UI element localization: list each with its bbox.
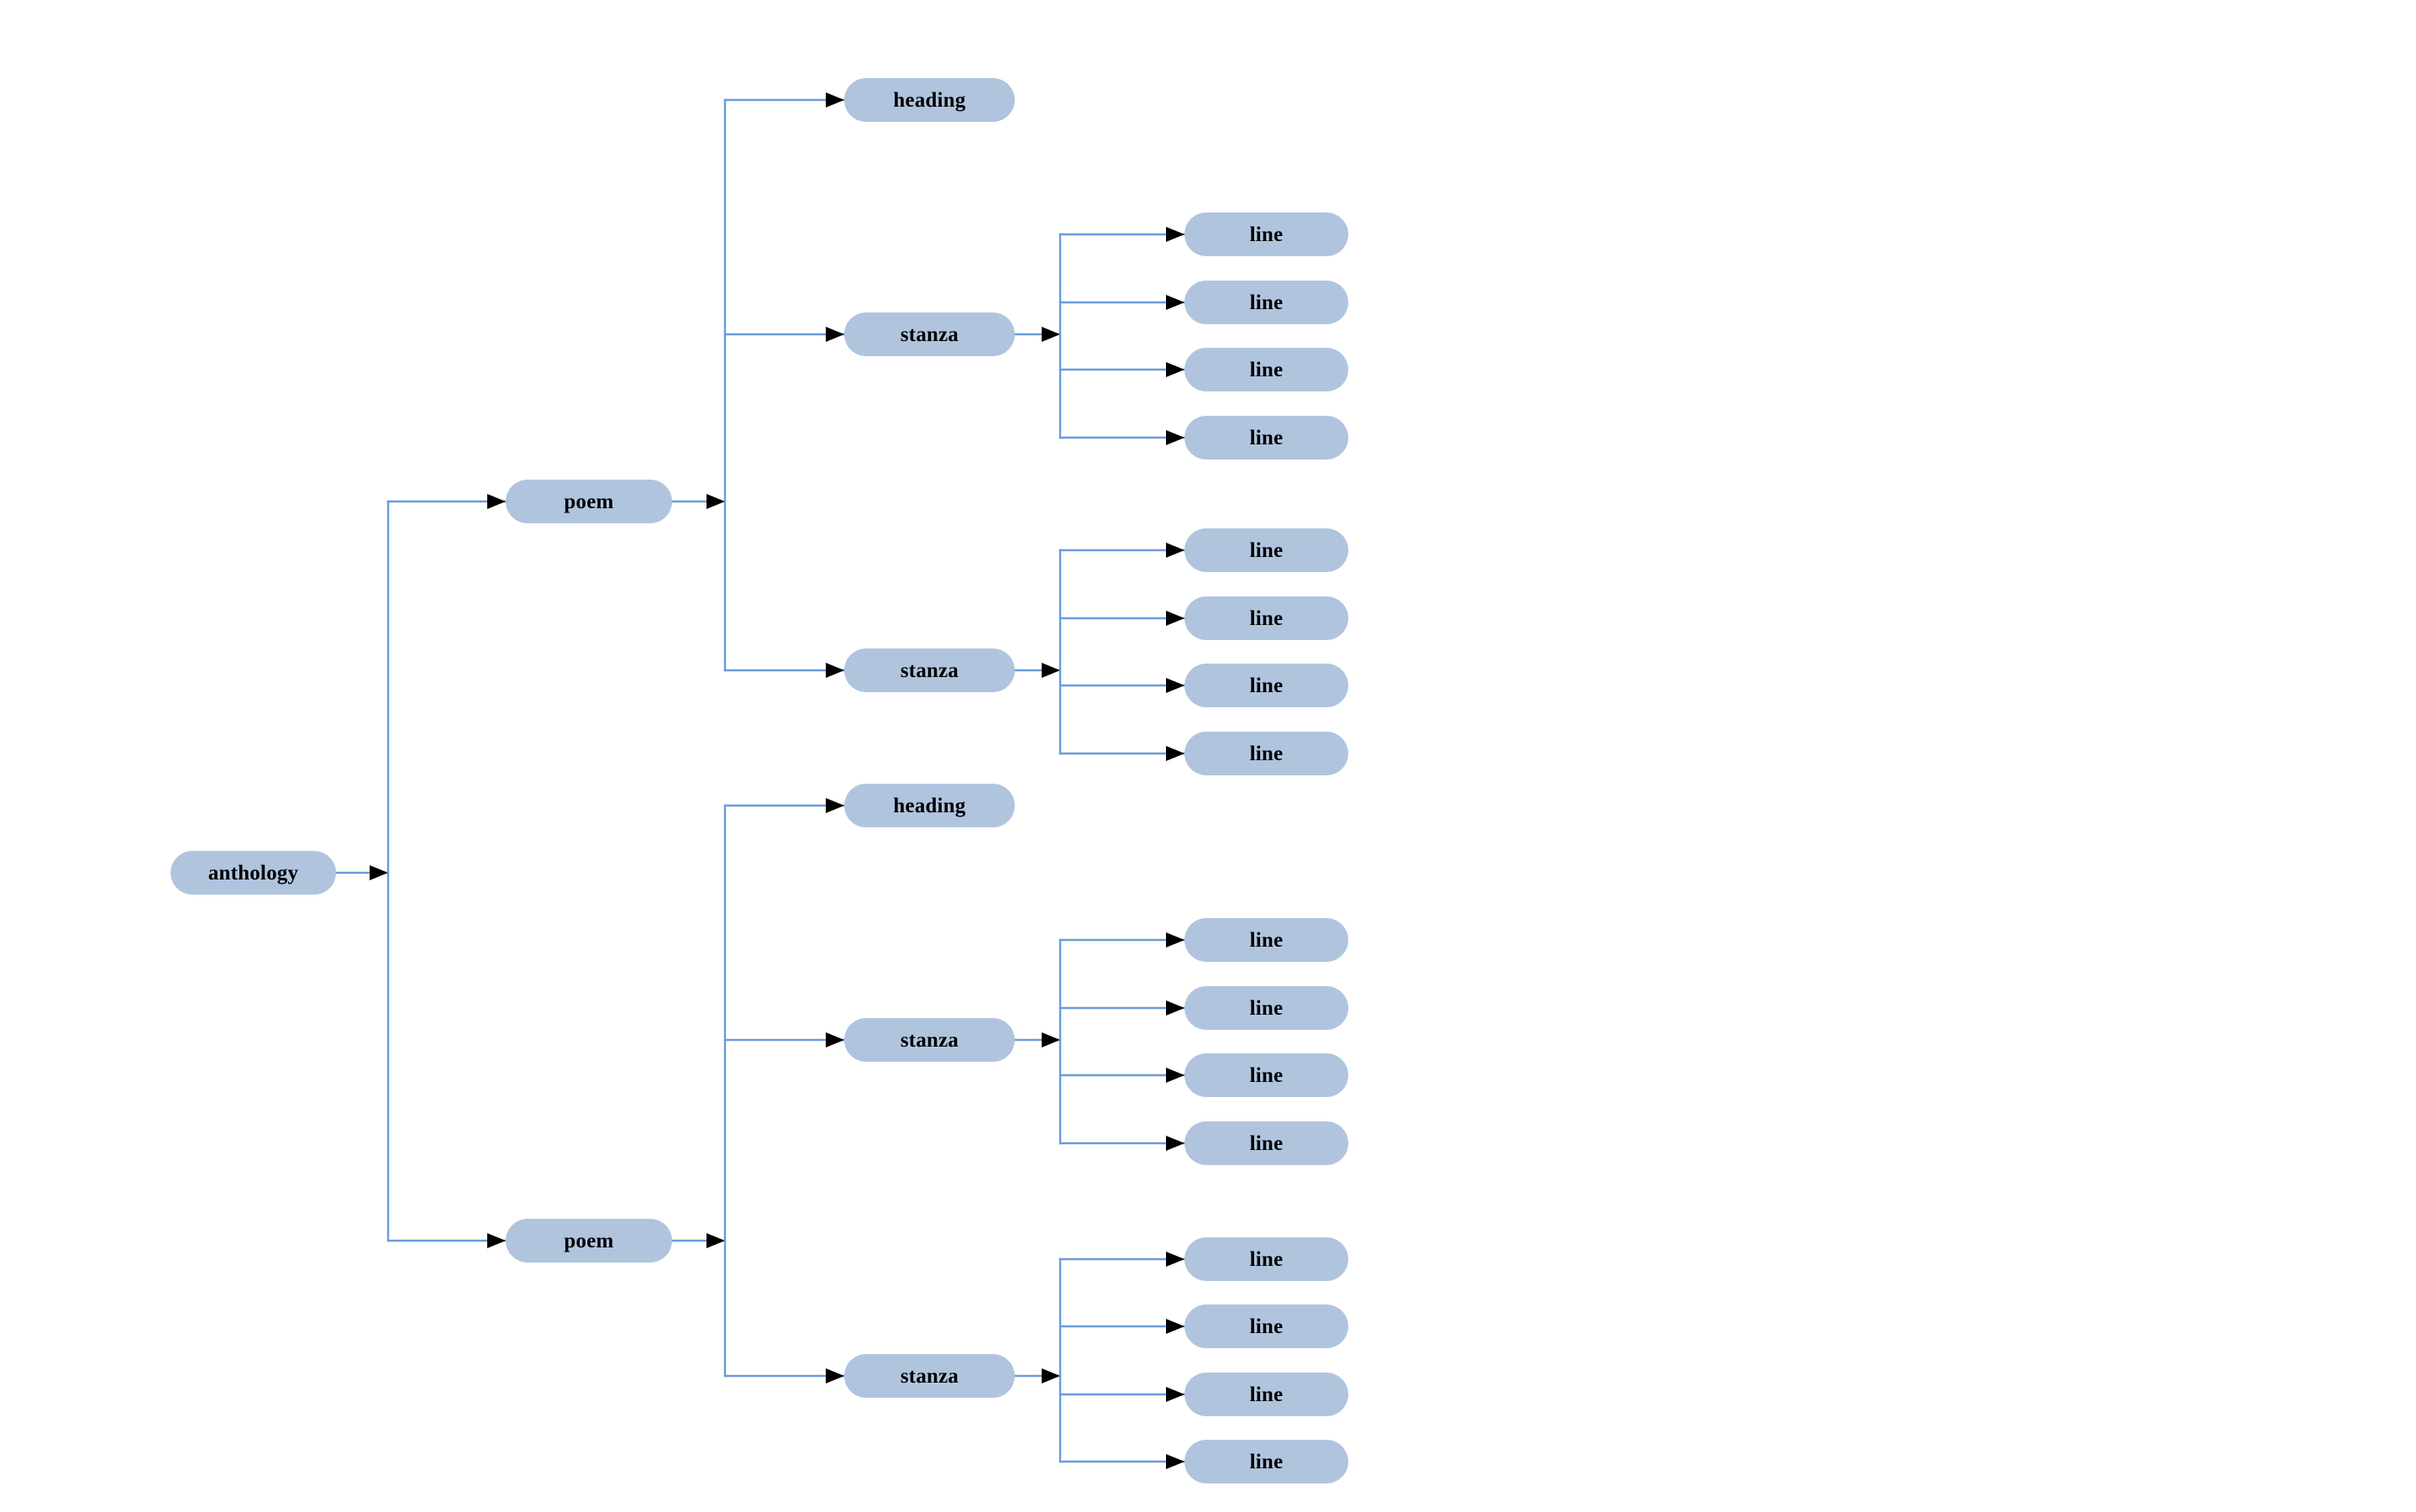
- node-label: stanza: [900, 1364, 959, 1388]
- node-poem1[interactable]: poem: [506, 480, 672, 523]
- arrowhead-icon: [826, 1032, 844, 1047]
- node-line16[interactable]: line: [1184, 1440, 1348, 1483]
- node-stanza4[interactable]: stanza: [844, 1354, 1015, 1398]
- arrowhead-icon: [1166, 362, 1184, 377]
- node-label: line: [1249, 358, 1284, 381]
- arrowhead-icon: [826, 798, 844, 813]
- node-label: line: [1249, 426, 1284, 449]
- arrowhead-icon: [826, 92, 844, 108]
- node-label: line: [1249, 1450, 1284, 1473]
- arrowhead-icon: [1166, 746, 1184, 761]
- node-label: line: [1249, 291, 1284, 314]
- arrowhead-icon: [1166, 1252, 1184, 1267]
- node-label: anthology: [207, 861, 299, 885]
- node-line10[interactable]: line: [1184, 986, 1348, 1030]
- node-label: line: [1249, 928, 1284, 952]
- node-label: line: [1249, 1131, 1284, 1155]
- arrowhead-icon: [1042, 327, 1060, 342]
- node-label: line: [1249, 538, 1284, 562]
- node-line9[interactable]: line: [1184, 918, 1348, 962]
- arrowhead-icon: [1166, 932, 1184, 948]
- arrowhead-icon: [1166, 678, 1184, 693]
- arrowhead-icon: [1166, 1319, 1184, 1334]
- node-label: line: [1249, 996, 1284, 1020]
- arrowhead-icon: [1166, 1387, 1184, 1402]
- arrowhead-icon: [1166, 295, 1184, 310]
- node-poem2[interactable]: poem: [506, 1219, 672, 1263]
- node-anthology[interactable]: anthology: [171, 851, 336, 895]
- node-stanza2[interactable]: stanza: [844, 648, 1015, 692]
- arrowhead-icon: [706, 1233, 725, 1248]
- arrowhead-icon: [487, 494, 506, 509]
- node-line6[interactable]: line: [1184, 596, 1348, 640]
- node-line13[interactable]: line: [1184, 1237, 1348, 1281]
- node-label: poem: [564, 1229, 614, 1252]
- node-line15[interactable]: line: [1184, 1373, 1348, 1416]
- node-line2[interactable]: line: [1184, 281, 1348, 324]
- arrowhead-icon: [1042, 1032, 1060, 1047]
- node-label: stanza: [900, 323, 959, 346]
- node-label: stanza: [900, 1028, 959, 1052]
- node-label: heading: [893, 794, 966, 817]
- node-line7[interactable]: line: [1184, 664, 1348, 707]
- arrowhead-icon: [1166, 430, 1184, 445]
- arrowhead-icon: [1166, 227, 1184, 242]
- arrowhead-icon: [1166, 1136, 1184, 1151]
- node-line11[interactable]: line: [1184, 1053, 1348, 1097]
- arrowhead-icon: [1042, 1368, 1060, 1383]
- node-line1[interactable]: line: [1184, 213, 1348, 256]
- node-label: line: [1249, 223, 1284, 246]
- node-label: line: [1249, 742, 1284, 765]
- node-line8[interactable]: line: [1184, 732, 1348, 775]
- arrowhead-icon: [826, 663, 844, 678]
- arrowhead-icon: [1166, 543, 1184, 558]
- arrowhead-icon: [1166, 1454, 1184, 1469]
- node-heading1[interactable]: heading: [844, 78, 1015, 122]
- node-line5[interactable]: line: [1184, 528, 1348, 572]
- node-stanza1[interactable]: stanza: [844, 312, 1015, 356]
- node-label: line: [1249, 606, 1284, 630]
- node-heading2[interactable]: heading: [844, 784, 1015, 827]
- node-label: poem: [564, 490, 614, 513]
- node-line4[interactable]: line: [1184, 416, 1348, 459]
- node-label: stanza: [900, 659, 959, 682]
- arrowhead-icon: [487, 1233, 506, 1248]
- node-label: heading: [893, 88, 966, 112]
- arrowhead-icon: [1166, 611, 1184, 626]
- node-stanza3[interactable]: stanza: [844, 1018, 1015, 1062]
- node-label: line: [1249, 1063, 1284, 1087]
- node-label: line: [1249, 1315, 1284, 1338]
- arrowhead-icon: [826, 1368, 844, 1383]
- node-label: line: [1249, 1247, 1284, 1271]
- arrowhead-icon: [1166, 1068, 1184, 1083]
- node-label: line: [1249, 1383, 1284, 1406]
- arrowhead-icon: [1042, 663, 1060, 678]
- arrowhead-icon: [826, 327, 844, 342]
- arrowhead-icon: [1166, 1000, 1184, 1016]
- arrowhead-icon: [370, 865, 388, 880]
- node-line14[interactable]: line: [1184, 1305, 1348, 1348]
- node-line3[interactable]: line: [1184, 348, 1348, 391]
- node-label: line: [1249, 674, 1284, 697]
- node-line12[interactable]: line: [1184, 1121, 1348, 1165]
- arrowhead-icon: [706, 494, 725, 509]
